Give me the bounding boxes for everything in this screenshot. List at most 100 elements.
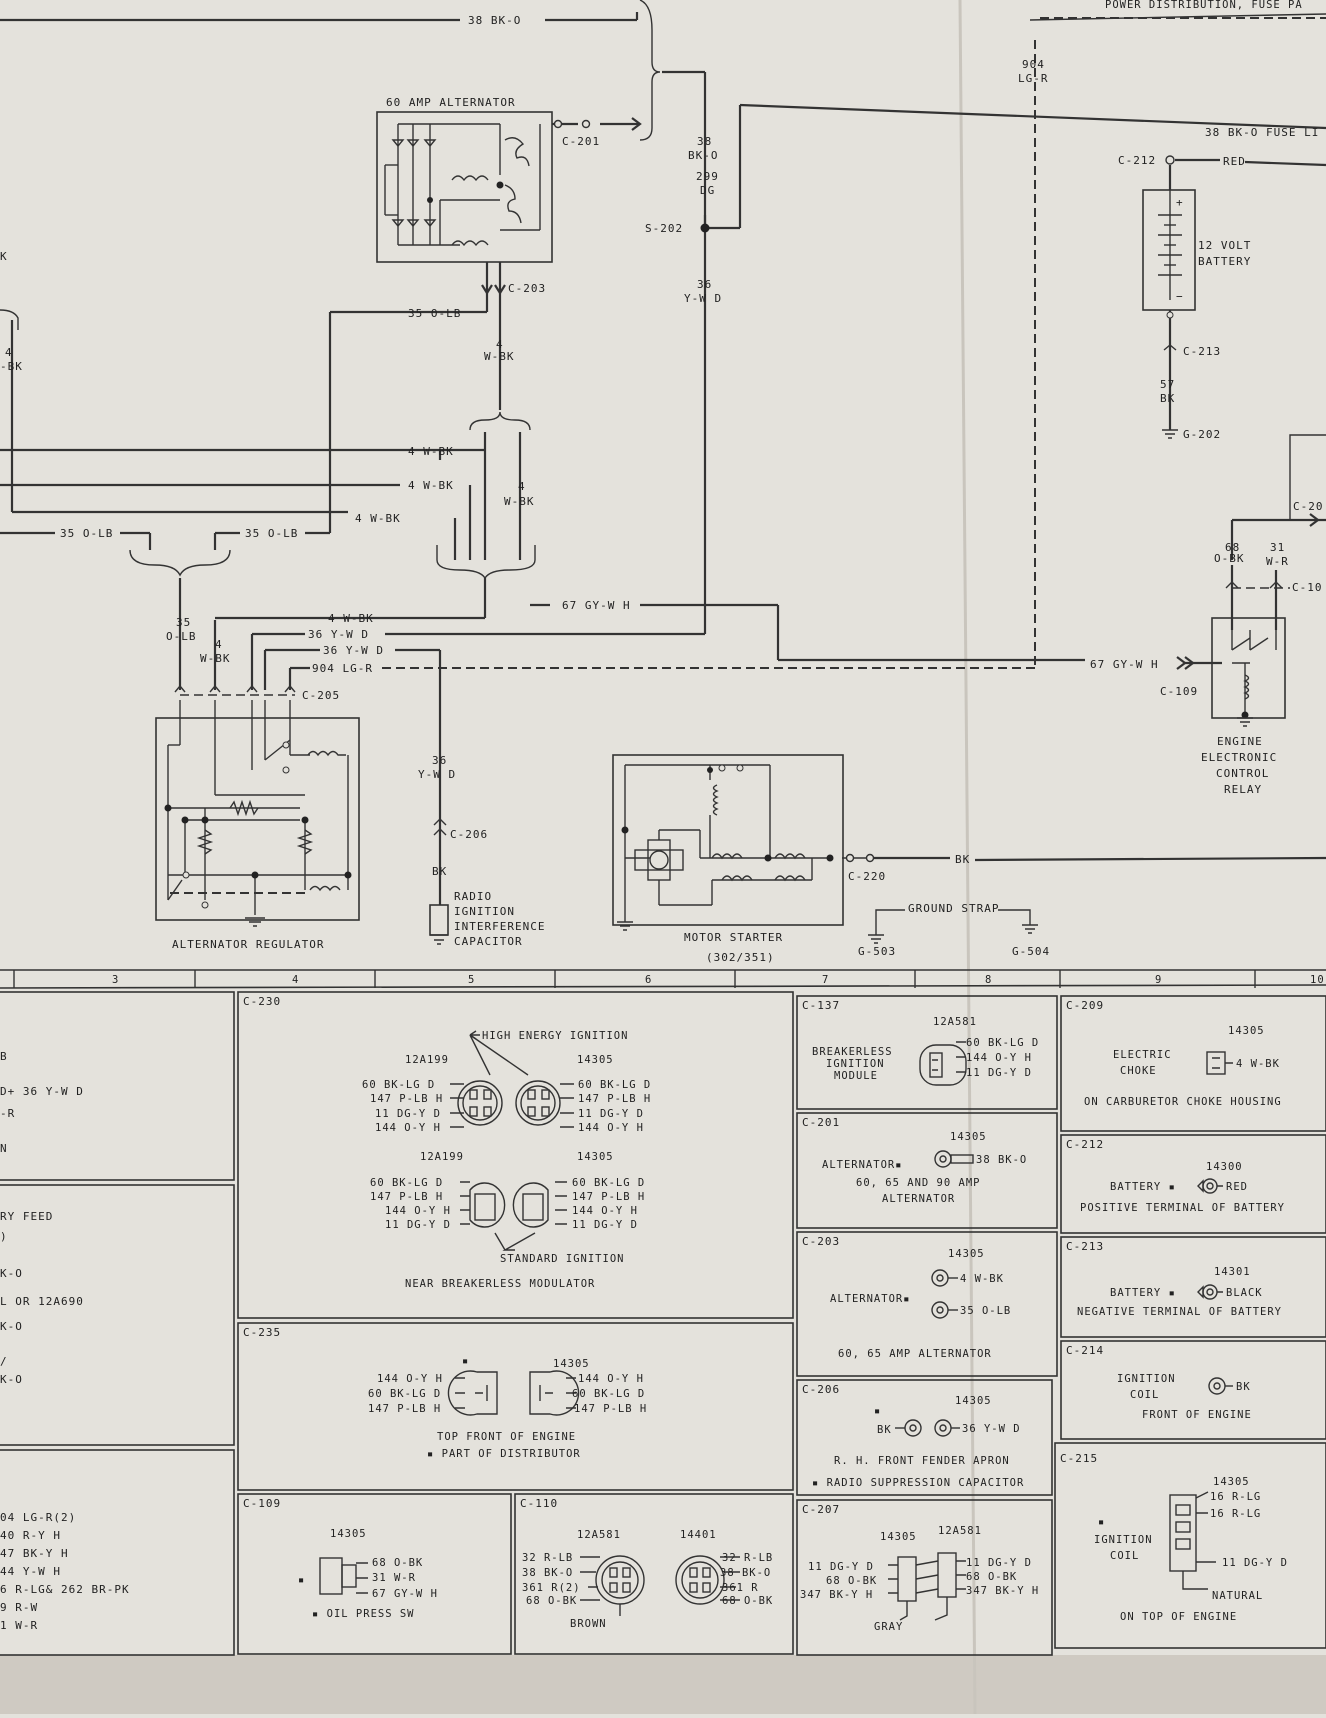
c207-l1: 11 DG-Y D	[808, 1561, 874, 1573]
c109-part: 14305	[330, 1528, 367, 1540]
wire-bk-starter: BK	[955, 853, 970, 866]
c109-id: C-109	[243, 1497, 281, 1510]
connector-c10: C-10	[1292, 581, 1323, 594]
c110-brown: BROWN	[570, 1618, 607, 1630]
c212-id: C-212	[1066, 1138, 1104, 1151]
c137-id: C-137	[802, 999, 840, 1012]
c215-desc1: IGNITION	[1094, 1534, 1153, 1546]
left-bottom-3: 47 BK-Y H	[0, 1547, 69, 1560]
grid-10: 10	[1310, 974, 1325, 986]
c206-id: C-206	[802, 1383, 840, 1396]
c230-part2: 14305	[577, 1054, 614, 1066]
grid-7: 7	[822, 974, 829, 986]
wire-36-y-w-d-reg1: 36 Y-W D	[308, 628, 369, 641]
c235-l2: 60 BK-LG D	[368, 1388, 441, 1400]
left-text-4: N	[0, 1142, 8, 1155]
wire-38-fuse: 38 BK-O FUSE LI	[1205, 126, 1319, 139]
c201-note1: 60, 65 AND 90 AMP	[856, 1177, 980, 1189]
c235-l1: 144 O-Y H	[377, 1373, 443, 1385]
c110-l4: 68 O-BK	[526, 1595, 577, 1607]
c109-r1: 68 O-BK	[372, 1557, 423, 1569]
c230-l2: 147 P-LB H	[370, 1093, 443, 1105]
ground-g503: G-503	[858, 945, 896, 958]
c212-note: POSITIVE TERMINAL OF BATTERY	[1080, 1202, 1285, 1214]
c207-gray: GRAY	[874, 1621, 903, 1633]
wire-4-w-bk-b: 4 W-BK	[408, 479, 454, 492]
wire-68: 68	[1225, 541, 1240, 554]
connector-c220: C-220	[848, 870, 886, 883]
grid-5: 5	[468, 974, 475, 986]
left-bottom-4: 44 Y-W H	[0, 1565, 61, 1578]
panel-c215	[1054, 1442, 1326, 1649]
panel-c207	[796, 1499, 1053, 1656]
c203-wire2: 35 O-LB	[960, 1305, 1011, 1317]
wire-299-color: DG	[700, 184, 715, 197]
c213-desc: BATTERY ▪	[1110, 1287, 1176, 1299]
c214-wire: BK	[1236, 1381, 1251, 1393]
connector-c213: C-213	[1183, 345, 1221, 358]
wire-35-o-lb-left: 35 O-LB	[60, 527, 113, 540]
left-text-2: D+ 36 Y-W D	[0, 1085, 84, 1098]
c215-wire3: 11 DG-Y D	[1222, 1557, 1288, 1569]
c230-r5: 60 BK-LG D	[572, 1177, 645, 1189]
left-text-3: -R	[0, 1107, 15, 1120]
wire-35-vert-color: O-LB	[166, 630, 197, 643]
panel-c203	[796, 1231, 1058, 1377]
c213-wire: BLACK	[1226, 1287, 1263, 1299]
c137-desc1: BREAKERLESS	[812, 1046, 893, 1058]
panel-c110	[514, 1493, 794, 1655]
wire-red: RED	[1223, 155, 1246, 168]
c215-note: ON TOP OF ENGINE	[1120, 1611, 1237, 1623]
left-text-7: K-O	[0, 1267, 23, 1280]
panel-c235	[237, 1322, 794, 1491]
c230-l5: 60 BK-LG D	[370, 1177, 443, 1189]
wire-904-color: LG-R	[1018, 72, 1049, 85]
c214-note: FRONT OF ENGINE	[1142, 1409, 1252, 1421]
wire-4-w-bk-c: 4 W-BK	[355, 512, 401, 525]
svg-text:−: −	[1176, 290, 1184, 303]
wire-31-color: W-R	[1266, 555, 1289, 568]
c214-desc2: COIL	[1130, 1389, 1159, 1401]
wire-4-left: 4	[5, 346, 13, 359]
c235-id: C-235	[243, 1326, 281, 1339]
c235-loc1: TOP FRONT OF ENGINE	[437, 1431, 576, 1443]
c230-l7: 144 O-Y H	[385, 1205, 451, 1217]
c230-l8: 11 DG-Y D	[385, 1219, 451, 1231]
left-bottom-2: 40 R-Y H	[0, 1529, 61, 1542]
c110-id: C-110	[520, 1497, 558, 1510]
ground-strap-label: GROUND STRAP	[908, 902, 999, 915]
c215-wire1: 16 R-LG	[1210, 1491, 1261, 1503]
panel-c206	[796, 1379, 1053, 1496]
c235-mark: ▪	[462, 1355, 469, 1367]
c110-part2: 14401	[680, 1529, 717, 1541]
wire-36-y-w-d-reg2: 36 Y-W D	[323, 644, 384, 657]
radio-label-1: RADIO	[454, 890, 492, 903]
wire-4-right: 4	[518, 480, 526, 493]
c230-loc: NEAR BREAKERLESS MODULATOR	[405, 1278, 595, 1290]
left-bottom-5: 6 R-LG& 262 BR-PK	[0, 1583, 130, 1596]
c203-part: 14305	[948, 1248, 985, 1260]
c110-l3: 361 R(2)	[522, 1582, 581, 1594]
c209-part: 14305	[1228, 1025, 1265, 1037]
c209-wire: 4 W-BK	[1236, 1058, 1280, 1070]
c212-desc: BATTERY ▪	[1110, 1181, 1176, 1193]
radio-label-3: INTERFERENCE	[454, 920, 545, 933]
c235-loc2: ▪ PART OF DISTRIBUTOR	[427, 1448, 581, 1460]
relay-label-1: ENGINE	[1217, 735, 1263, 748]
c109-r2: 31 W-R	[372, 1572, 416, 1584]
left-text-8: L OR 12A690	[0, 1295, 84, 1308]
c235-r1: 144 O-Y H	[578, 1373, 644, 1385]
c207-part1: 14305	[880, 1531, 917, 1543]
c235-r3: 147 P-LB H	[574, 1403, 647, 1415]
wire-36-radio-color: Y-W D	[418, 768, 456, 781]
wire-4-right-color: W-BK	[504, 495, 535, 508]
left-bottom-7: 1 W-R	[0, 1619, 38, 1632]
connector-c205: C-205	[302, 689, 340, 702]
connector-c109: C-109	[1160, 685, 1198, 698]
c207-r3: 347 BK-Y H	[966, 1585, 1039, 1597]
header-label: POWER DISTRIBUTION, FUSE PA	[1105, 0, 1303, 11]
svg-text:+: +	[1176, 196, 1184, 209]
c201-id: C-201	[802, 1116, 840, 1129]
c209-id: C-209	[1066, 999, 1104, 1012]
c230-std: STANDARD IGNITION	[500, 1253, 624, 1265]
